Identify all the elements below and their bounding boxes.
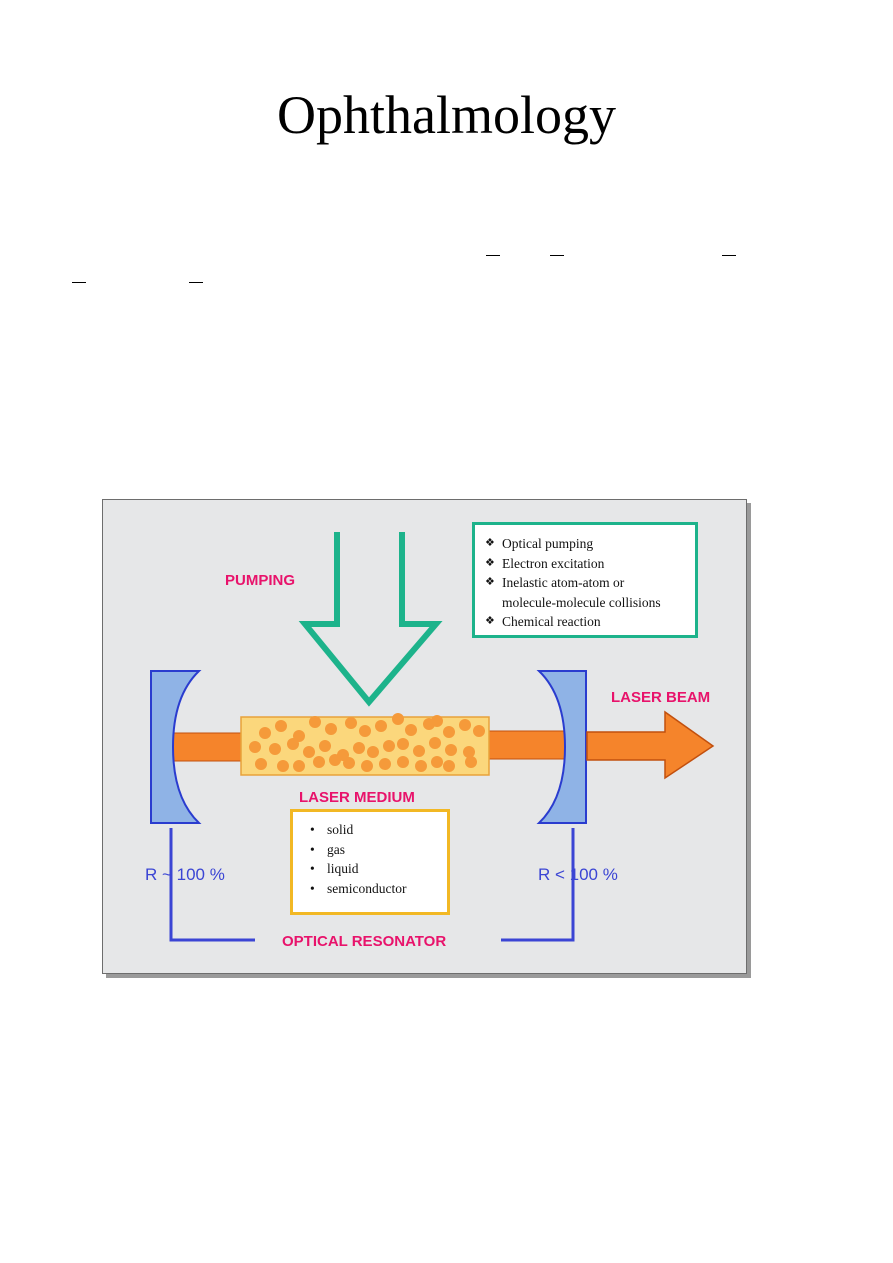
text-underline-mark <box>189 282 203 283</box>
list-item: Electron excitation <box>485 554 695 574</box>
medium-particle <box>269 743 281 755</box>
medium-particle <box>319 740 331 752</box>
beam-segment-left <box>172 732 244 762</box>
text-underline-mark <box>486 255 500 256</box>
medium-particle <box>343 757 355 769</box>
beam-segment-middle <box>486 730 568 760</box>
left-mirror-reflectivity: R ~ 100 % <box>145 865 225 884</box>
medium-particle <box>443 760 455 772</box>
medium-particle <box>255 758 267 770</box>
medium-particle <box>367 746 379 758</box>
medium-particle <box>303 746 315 758</box>
resonator-bracket-right <box>501 828 575 942</box>
medium-particles <box>249 713 485 772</box>
medium-particle <box>259 727 271 739</box>
list-item: gas <box>309 840 447 860</box>
text-underline-mark <box>722 255 736 256</box>
medium-particle <box>361 760 373 772</box>
medium-particle <box>443 726 455 738</box>
list-item: Inelastic atom-atom or <box>485 573 695 593</box>
list-item: Optical pumping <box>485 534 695 554</box>
medium-particle <box>415 760 427 772</box>
list-item: solid <box>309 820 447 840</box>
medium-particle <box>397 738 409 750</box>
medium-particle <box>325 723 337 735</box>
list-item: semiconductor <box>309 879 447 899</box>
list-item: liquid <box>309 859 447 879</box>
list-item-continuation: molecule-molecule collisions <box>502 594 661 610</box>
right-mirror <box>536 670 587 824</box>
laser-diagram: PUMPING LASER BEAM LASER MEDIUM OPTICAL … <box>102 499 747 974</box>
left-mirror <box>150 670 202 824</box>
medium-particle <box>249 741 261 753</box>
medium-particle <box>397 756 409 768</box>
page-title: Ophthalmology <box>277 85 616 145</box>
laser-beam-arrow <box>586 710 715 780</box>
medium-particle <box>463 746 475 758</box>
medium-particle <box>459 719 471 731</box>
optical-resonator-label: OPTICAL RESONATOR <box>282 933 447 950</box>
medium-particle <box>431 756 443 768</box>
medium-particle <box>313 756 325 768</box>
medium-particle <box>293 760 305 772</box>
right-mirror-reflectivity: R < 100 % <box>538 865 618 884</box>
medium-particle <box>277 760 289 772</box>
medium-particle <box>275 720 287 732</box>
medium-particle <box>465 756 477 768</box>
medium-particle <box>353 742 365 754</box>
medium-particle <box>445 744 457 756</box>
text-underline-mark <box>550 255 564 256</box>
medium-particle <box>429 737 441 749</box>
laser-beam-label: LASER BEAM <box>611 689 711 706</box>
medium-particle <box>431 715 443 727</box>
medium-particle <box>473 725 485 737</box>
medium-particle <box>345 717 357 729</box>
pumping-methods-box: Optical pumping Electron excitation Inel… <box>472 522 698 638</box>
laser-medium-label: LASER MEDIUM <box>299 789 415 806</box>
medium-particle <box>392 713 404 725</box>
medium-particle <box>309 716 321 728</box>
medium-particle <box>329 754 341 766</box>
medium-particle <box>379 758 391 770</box>
medium-particle <box>405 724 417 736</box>
medium-particle <box>383 740 395 752</box>
medium-particle <box>287 738 299 750</box>
medium-particle <box>413 745 425 757</box>
list-item: Chemical reaction <box>485 612 695 632</box>
resonator-bracket-left <box>169 828 255 942</box>
medium-particle <box>375 720 387 732</box>
medium-particle <box>359 725 371 737</box>
text-underline-mark <box>72 282 86 283</box>
pumping-label: PUMPING <box>225 572 296 589</box>
medium-types-box: solid gas liquid semiconductor <box>290 809 450 915</box>
pumping-arrow <box>298 532 443 707</box>
laser-diagram-graphics <box>150 532 715 942</box>
